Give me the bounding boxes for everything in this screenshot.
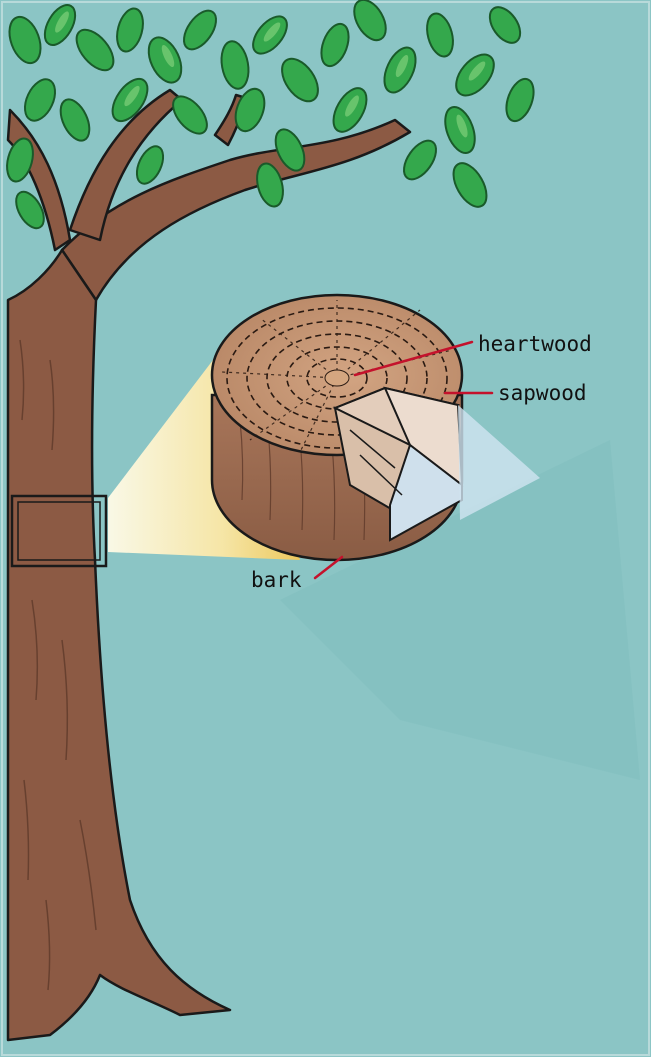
- heartwood-label: heartwood: [478, 332, 592, 356]
- sapwood-label: sapwood: [498, 381, 587, 405]
- pith: [325, 370, 349, 386]
- bark-label: bark: [251, 568, 302, 592]
